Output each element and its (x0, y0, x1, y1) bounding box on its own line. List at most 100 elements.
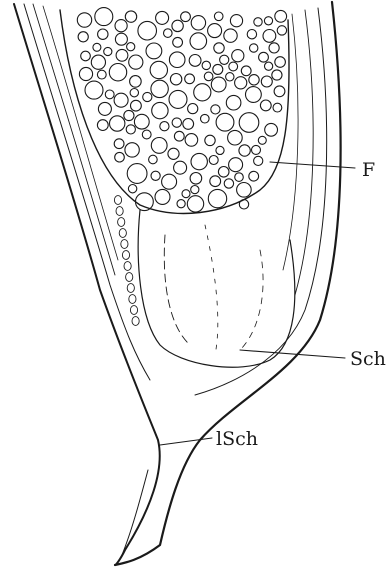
granule (81, 51, 91, 61)
granule (156, 11, 169, 24)
granule (191, 186, 199, 194)
outer-wall-right (115, 2, 341, 565)
wall-bead (114, 196, 121, 205)
granule (173, 37, 183, 47)
wall-layer-right-3 (283, 14, 298, 270)
granule (216, 113, 234, 131)
granule (77, 13, 91, 27)
granule (265, 123, 278, 136)
granule (95, 8, 113, 26)
granule (202, 61, 210, 69)
granule (261, 76, 272, 87)
granule (164, 29, 173, 38)
granule (210, 176, 221, 187)
granule (275, 10, 287, 22)
lower-chamber-outline (138, 210, 295, 367)
stalk-inner (122, 470, 148, 555)
granule (183, 119, 194, 130)
granule (162, 174, 177, 189)
granule (151, 138, 167, 154)
granule (273, 103, 282, 112)
granule-mass-boundary (60, 10, 289, 213)
granule (109, 63, 126, 80)
granule (130, 89, 138, 97)
granule (149, 155, 158, 164)
granule (218, 167, 229, 178)
granule (187, 196, 203, 212)
wall-bead (130, 306, 137, 315)
granule (115, 33, 127, 45)
granule (230, 15, 242, 27)
wall-layer-left-2 (33, 4, 115, 275)
granule (115, 20, 127, 32)
granule (131, 100, 142, 111)
granule (138, 21, 157, 40)
granule (258, 136, 266, 144)
leader-line-sch (240, 350, 345, 358)
granule (277, 26, 286, 35)
granule (224, 179, 233, 188)
granule (228, 130, 243, 145)
wall-bead (124, 262, 131, 271)
granule (224, 29, 237, 42)
granule (126, 125, 135, 134)
granule (275, 57, 286, 68)
wall-bead (127, 284, 134, 293)
granule (78, 32, 88, 42)
granule (97, 120, 108, 131)
granule (191, 153, 207, 169)
granule (181, 12, 191, 22)
granule (146, 43, 162, 59)
wall-bead (116, 207, 123, 216)
granule (249, 75, 259, 85)
granule (124, 110, 134, 120)
granule (116, 49, 128, 61)
granule (232, 50, 244, 62)
granule (169, 52, 185, 68)
granule (274, 86, 285, 97)
granule (114, 139, 124, 149)
granule (216, 146, 224, 154)
granule (209, 156, 218, 165)
granule (91, 55, 105, 69)
granule (125, 11, 136, 22)
granule (174, 131, 184, 141)
granule (239, 200, 248, 209)
granule (150, 61, 167, 78)
granule (241, 66, 251, 76)
granule (246, 87, 262, 103)
wall-bead (121, 240, 128, 249)
granule (237, 183, 252, 198)
granule (98, 29, 108, 39)
granule (247, 30, 256, 39)
wall-bead (129, 295, 136, 304)
granule (104, 47, 112, 55)
granule (252, 145, 261, 154)
leader-line-lsch (160, 438, 212, 445)
granule (114, 93, 128, 107)
granule (226, 73, 234, 81)
granule (185, 74, 195, 84)
granule (142, 130, 151, 139)
granule (151, 80, 168, 97)
wall-bead-row (114, 196, 139, 326)
inner-fold-2 (240, 250, 263, 350)
granule (172, 118, 181, 127)
granule (214, 12, 223, 21)
granule (172, 20, 183, 31)
granule-cluster (77, 8, 286, 212)
granule (155, 189, 170, 204)
granule (211, 105, 220, 114)
granule (211, 77, 226, 92)
granule (250, 44, 258, 52)
granule (204, 72, 213, 81)
granule (134, 114, 149, 129)
granule (93, 43, 101, 51)
granule (259, 52, 269, 62)
granule (201, 114, 210, 123)
granule (208, 24, 222, 38)
granule (128, 185, 136, 193)
granule (115, 152, 125, 162)
granule (127, 164, 147, 184)
granule (214, 43, 224, 53)
